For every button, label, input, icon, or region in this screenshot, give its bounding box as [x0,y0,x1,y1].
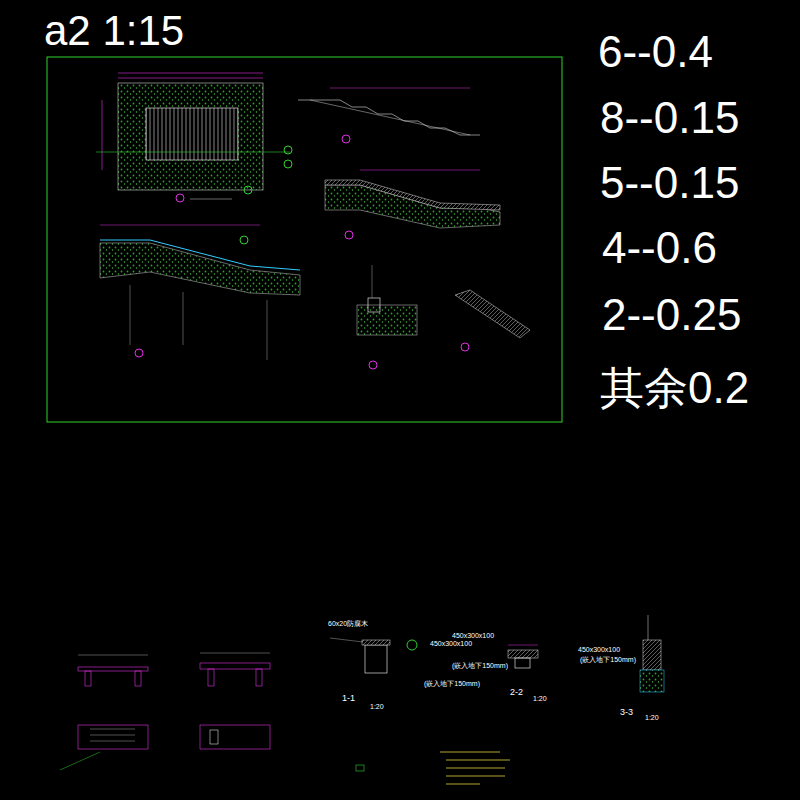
scale-note: 6--0.4 [598,28,713,76]
sheet-title: a2 1:15 [44,8,184,54]
section-scale: 1:20 [370,703,384,711]
material-note: (嵌入地下150mm) [580,656,636,664]
section-name: 1-1 [342,694,355,704]
scale-note: 2--0.25 [602,291,741,339]
material-note: (嵌入地下150mm) [452,662,508,670]
scale-note: 5--0.15 [600,159,739,207]
section-name: 2-2 [510,688,523,698]
material-note: (嵌入地下150mm) [424,680,480,688]
dimension: 450x300x100 [578,646,620,654]
material-note: 60x20防腐木 [328,620,368,628]
section-scale: 1:20 [645,714,659,722]
dimension: 450x300x100 [430,640,472,648]
section-name: 3-3 [620,708,633,718]
scale-note: 4--0.6 [602,224,717,272]
dimension: 450x300x100 [452,632,494,640]
section-scale: 1:20 [533,695,547,703]
scale-note: 其余0.2 [600,364,749,412]
scale-note: 8--0.15 [600,94,739,142]
